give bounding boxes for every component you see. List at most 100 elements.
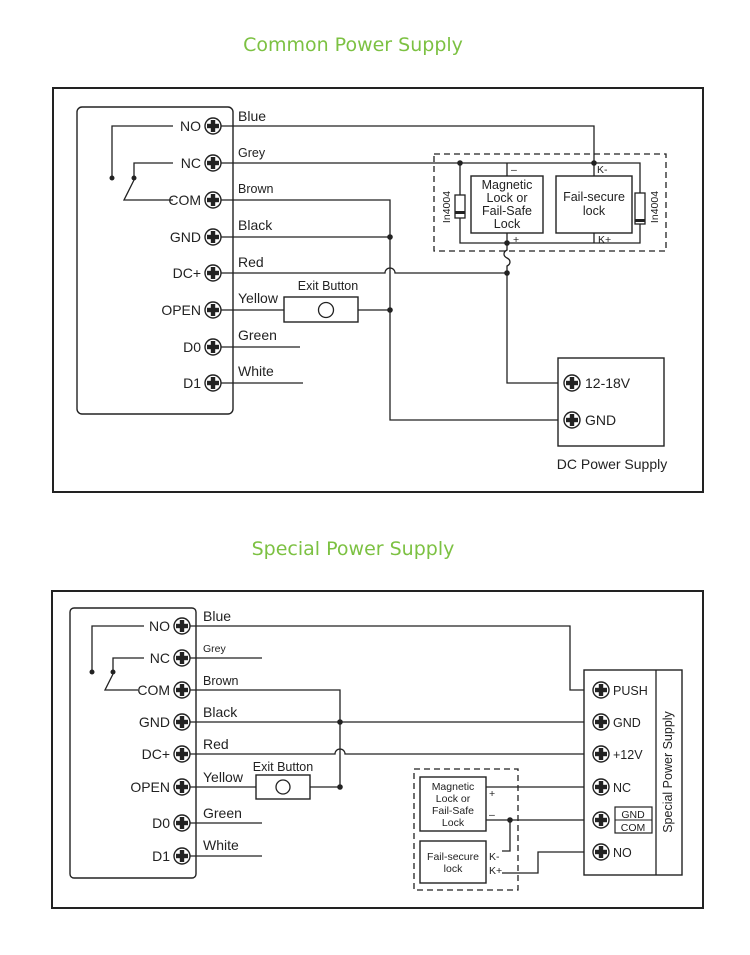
b-exit-button-icon bbox=[275, 779, 291, 795]
terminal-open-icon bbox=[204, 301, 222, 319]
b-terminal-d1-label: D1 bbox=[152, 848, 170, 864]
sps-gnd-label: GND bbox=[613, 716, 641, 730]
psu-gnd-terminal-icon bbox=[563, 411, 581, 429]
relay-switch-icon bbox=[109, 125, 173, 201]
sps-gnd-com-terminal-icon bbox=[592, 811, 610, 829]
b-wire-grey-label: Grey bbox=[203, 643, 227, 655]
b-magnetic-lock-line-1: Magnetic bbox=[432, 781, 475, 793]
b-terminal-d0-label: D0 bbox=[152, 815, 170, 831]
wire-blue bbox=[221, 125, 595, 163]
wire-white-label: White bbox=[238, 363, 274, 379]
terminal-d1-icon bbox=[204, 374, 222, 392]
fail-secure-k-plus-label: K+ bbox=[598, 234, 611, 246]
b-wire-blue bbox=[190, 625, 594, 691]
controller-box-bottom bbox=[69, 607, 197, 879]
psu-gnd-label: GND bbox=[585, 412, 616, 428]
exit-button-label: Exit Button bbox=[298, 279, 358, 293]
diode-left-icon bbox=[454, 194, 466, 219]
sps-gnd-com-bottom: COM bbox=[621, 822, 646, 834]
terminal-d0-label: D0 bbox=[183, 339, 201, 355]
b-magnetic-lock-box bbox=[419, 776, 487, 832]
wire-green-label: Green bbox=[238, 327, 277, 343]
dc-power-supply-box bbox=[557, 357, 665, 447]
terminal-com-label: COM bbox=[168, 192, 201, 208]
special-power-supply-label: Special Power Supply bbox=[661, 710, 675, 832]
wire-yellow-label: Yellow bbox=[238, 290, 279, 306]
b-wire-green-label: Green bbox=[203, 805, 242, 821]
b-terminal-d0-icon bbox=[173, 814, 191, 832]
dc-power-supply-label: DC Power Supply bbox=[557, 456, 668, 472]
terminal-dc-icon bbox=[204, 264, 222, 282]
sps-nc-terminal-icon bbox=[592, 778, 610, 796]
b-terminal-dc-icon bbox=[173, 745, 191, 763]
exit-button-icon bbox=[317, 301, 335, 319]
b-terminal-open-label: OPEN bbox=[130, 779, 170, 795]
b-wire-yellow-label: Yellow bbox=[203, 769, 244, 785]
wire-red bbox=[221, 267, 507, 274]
b-fail-secure-line-2: lock bbox=[444, 863, 463, 875]
fail-secure-lock-box bbox=[555, 175, 633, 234]
terminal-nc-label: NC bbox=[181, 155, 201, 171]
psu-voltage-label: 12-18V bbox=[585, 375, 631, 391]
terminal-dc-label: DC+ bbox=[173, 265, 201, 281]
b-exit-button-label: Exit Button bbox=[253, 760, 313, 774]
terminal-d0-icon bbox=[204, 338, 222, 356]
wire-black-label: Black bbox=[238, 217, 273, 233]
b-magnetic-minus-label: – bbox=[489, 809, 495, 821]
diode-right-icon bbox=[634, 192, 646, 225]
sps-nc-label: NC bbox=[613, 781, 631, 795]
b-wire-red bbox=[190, 748, 594, 755]
sps-12v-terminal-icon bbox=[592, 745, 610, 763]
frame-top bbox=[52, 87, 704, 493]
b-terminal-com-label: COM bbox=[137, 682, 170, 698]
controller-box-top bbox=[76, 106, 234, 415]
b-fail-secure-k-minus-label: K- bbox=[489, 851, 500, 863]
frame-bottom bbox=[51, 590, 704, 909]
terminal-no-label: NO bbox=[180, 118, 201, 134]
lock-group-top bbox=[433, 153, 667, 252]
terminal-no-icon bbox=[204, 117, 222, 135]
magnetic-lock-line-1: Magnetic bbox=[482, 178, 533, 192]
sps-push-terminal-icon bbox=[592, 681, 610, 699]
b-terminal-no-label: NO bbox=[149, 618, 170, 634]
terminal-d1-label: D1 bbox=[183, 375, 201, 391]
terminal-gnd-label: GND bbox=[170, 229, 201, 245]
b-magnetic-plus-label: + bbox=[489, 788, 495, 800]
b-fail-secure-line-1: Fail-secure bbox=[427, 851, 479, 863]
b-wire-brown-label: Brown bbox=[203, 674, 238, 688]
magnetic-plus-label: + bbox=[513, 234, 519, 246]
sps-gnd-com-top: GND bbox=[621, 809, 645, 821]
b-terminal-nc-label: NC bbox=[150, 650, 170, 666]
b-terminal-open-icon bbox=[173, 778, 191, 796]
psu-v-terminal-icon bbox=[563, 374, 581, 392]
title-special-power-supply: Special Power Supply bbox=[252, 538, 455, 560]
sps-12v-label: +12V bbox=[613, 748, 643, 762]
terminal-gnd-icon bbox=[204, 228, 222, 246]
b-terminal-gnd-icon bbox=[173, 713, 191, 731]
title-common-power-supply: Common Power Supply bbox=[243, 34, 463, 56]
terminal-com-icon bbox=[204, 191, 222, 209]
fail-secure-k-minus-label: K- bbox=[597, 164, 608, 176]
b-terminal-nc-icon bbox=[173, 649, 191, 667]
magnetic-lock-line-2: Lock or bbox=[487, 191, 528, 205]
sps-gnd-terminal-icon bbox=[592, 713, 610, 731]
magnetic-minus-label: – bbox=[511, 164, 517, 176]
special-power-supply-diagram: NO NC COM GND DC+ OPEN D0 D1 Blue Grey B… bbox=[51, 590, 704, 909]
b-wire-blue-label: Blue bbox=[203, 608, 231, 624]
b-magnetic-lock-line-4: Lock bbox=[442, 817, 465, 829]
common-power-supply-diagram: NO NC COM GND DC+ OPEN D0 D1 Blue Grey B… bbox=[52, 87, 704, 493]
wire-blue-label: Blue bbox=[238, 108, 266, 124]
b-terminal-com-icon bbox=[173, 681, 191, 699]
sps-no-label: NO bbox=[613, 846, 632, 860]
sps-no-terminal-icon bbox=[592, 843, 610, 861]
b-terminal-gnd-label: GND bbox=[139, 714, 170, 730]
b-magnetic-lock-line-2: Lock or bbox=[436, 793, 471, 805]
magnetic-lock-line-4: Lock bbox=[494, 217, 521, 231]
sps-push-label: PUSH bbox=[613, 684, 648, 698]
b-lock-group bbox=[413, 768, 519, 891]
wire-brown-label: Brown bbox=[238, 182, 273, 196]
b-relay-switch-icon bbox=[89, 625, 144, 691]
special-power-supply-box bbox=[583, 669, 683, 876]
fail-secure-line-1: Fail-secure bbox=[563, 190, 625, 204]
